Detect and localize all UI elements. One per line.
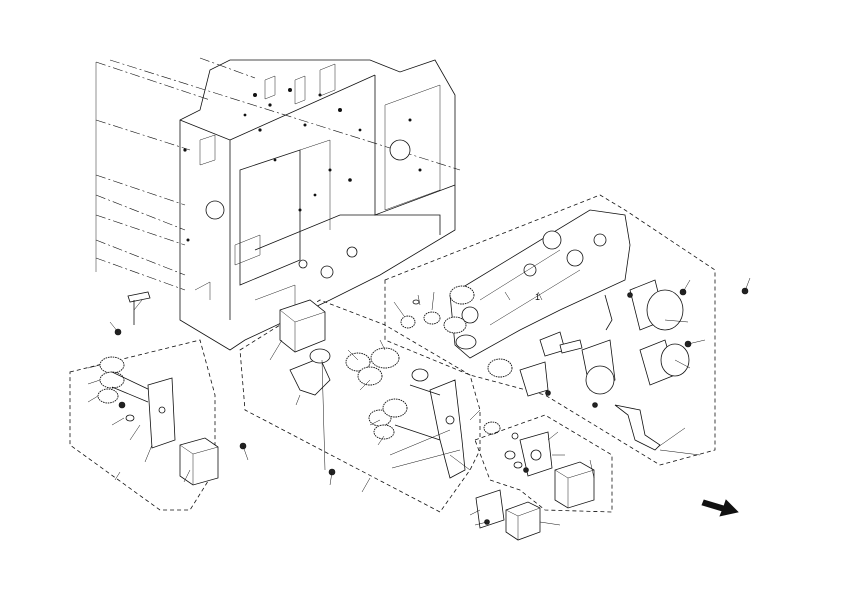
gear-left-2 (99, 371, 125, 389)
center-drive-assembly (239, 299, 481, 513)
gear-center-3 (357, 366, 383, 386)
gear-center-1 (345, 352, 371, 372)
right-link-arm (614, 404, 661, 451)
gear-right-1 (400, 315, 416, 329)
right-drive-assembly (384, 194, 751, 466)
center-side-plate (429, 379, 466, 479)
front-direction-arrow-icon (701, 499, 739, 517)
front-assembly-boundary (474, 414, 613, 513)
left-drive-assembly (69, 291, 249, 511)
gear-center-2 (370, 347, 400, 369)
gear-right-4 (483, 421, 501, 435)
frame-guide-lines (95, 57, 461, 291)
left-assembly-boundary (69, 339, 216, 511)
left-drive-motor (179, 437, 219, 486)
center-assembly-boundary (239, 299, 481, 513)
gear-left-3 (97, 388, 119, 404)
gear-center-5 (382, 398, 408, 418)
callout-label-1: 1 (535, 292, 540, 302)
right-motor-1 (646, 289, 684, 331)
gear-left-1 (99, 356, 125, 374)
gear-right-2 (423, 311, 441, 325)
main-frame (95, 57, 461, 351)
center-coupling (289, 357, 331, 396)
gear-right-3 (487, 358, 513, 378)
right-drive-plate (449, 209, 631, 359)
front-motor-bracket-assembly (389, 409, 613, 541)
bottom-drive-motor (505, 501, 541, 541)
right-assembly-boundary (384, 194, 716, 466)
bottom-bracket-plate (475, 489, 505, 529)
gear-center-6 (373, 424, 395, 440)
center-drive-housing (279, 299, 326, 353)
front-drive-motor (554, 461, 595, 509)
